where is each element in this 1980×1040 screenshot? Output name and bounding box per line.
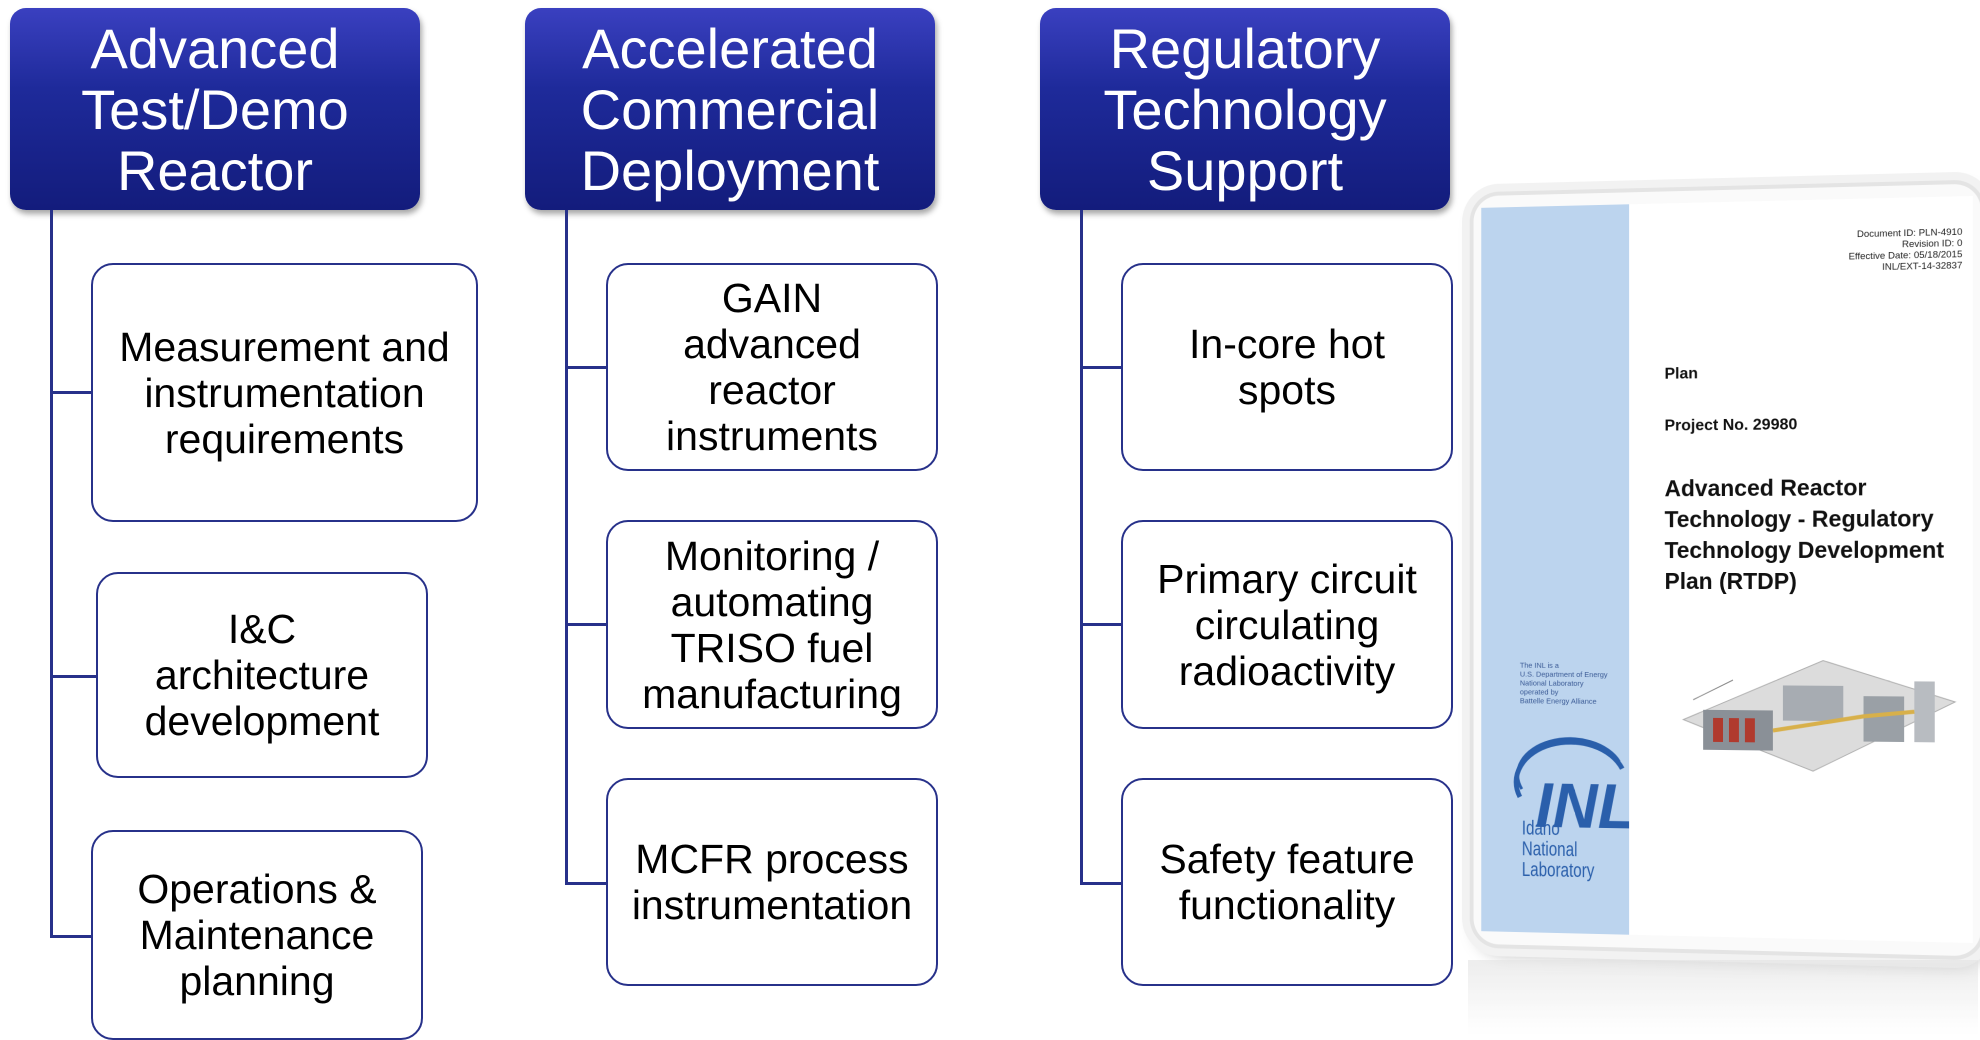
item-mcfr-process-instrumentation: MCFR process instrumentation xyxy=(606,778,938,986)
rtdp-report-cover: The INL is a U.S. Department of Energy N… xyxy=(1473,183,1980,957)
header-accelerated-commercial-deployment: Accelerated Commercial Deployment xyxy=(525,8,935,210)
reactor-plant-illustration xyxy=(1673,640,1965,804)
report-side-band: The INL is a U.S. Department of Energy N… xyxy=(1481,204,1636,935)
connector-branch-3-1 xyxy=(1080,366,1122,369)
connector-branch-2-2 xyxy=(565,623,607,626)
header-regulatory-technology-support: Regulatory Technology Support xyxy=(1040,8,1450,210)
report-document-meta: Document ID: PLN-4910 Revision ID: 0 Eff… xyxy=(1848,226,1963,273)
report-title: Advanced Reactor Technology - Regulatory… xyxy=(1664,474,1945,595)
inl-name: Idaho National Laboratory xyxy=(1521,817,1595,883)
connector-branch-3-2 xyxy=(1080,623,1122,626)
item-ic-architecture-development: I&C architecture development xyxy=(96,572,428,778)
item-in-core-hot-spots: In-core hot spots xyxy=(1121,263,1453,471)
connector-trunk-3 xyxy=(1080,210,1083,884)
connector-branch-1-2 xyxy=(50,675,97,678)
header-advanced-test-demo-reactor: Advanced Test/Demo Reactor xyxy=(10,8,420,210)
connector-branch-2-3 xyxy=(565,882,607,885)
item-monitoring-automating-triso: Monitoring / automating TRISO fuel manuf… xyxy=(606,520,938,729)
connector-trunk-1 xyxy=(50,210,53,936)
item-primary-circuit-radioactivity: Primary circuit circulating radioactivit… xyxy=(1121,520,1453,729)
inl-note: The INL is a U.S. Department of Energy N… xyxy=(1519,660,1608,706)
connector-branch-1-3 xyxy=(50,935,92,938)
inl-logo-text: INL xyxy=(1535,771,1636,843)
report-project-number: Project No. 29980 xyxy=(1664,416,1798,435)
connector-branch-2-1 xyxy=(565,366,607,369)
inl-logo-icon: INL xyxy=(1501,728,1636,843)
item-safety-feature-functionality: Safety feature functionality xyxy=(1121,778,1453,986)
report-type: Plan xyxy=(1664,365,1698,383)
connector-branch-1-1 xyxy=(50,391,92,394)
item-operations-maintenance-planning: Operations & Maintenance planning xyxy=(91,830,423,1040)
connector-trunk-2 xyxy=(565,210,568,884)
connector-branch-3-3 xyxy=(1080,882,1122,885)
item-gain-advanced-reactor-instruments: GAIN advanced reactor instruments xyxy=(606,263,938,471)
item-measurement-instrumentation-requirements: Measurement and instrumentation requirem… xyxy=(91,263,478,522)
report-reflection xyxy=(1468,960,1978,1034)
